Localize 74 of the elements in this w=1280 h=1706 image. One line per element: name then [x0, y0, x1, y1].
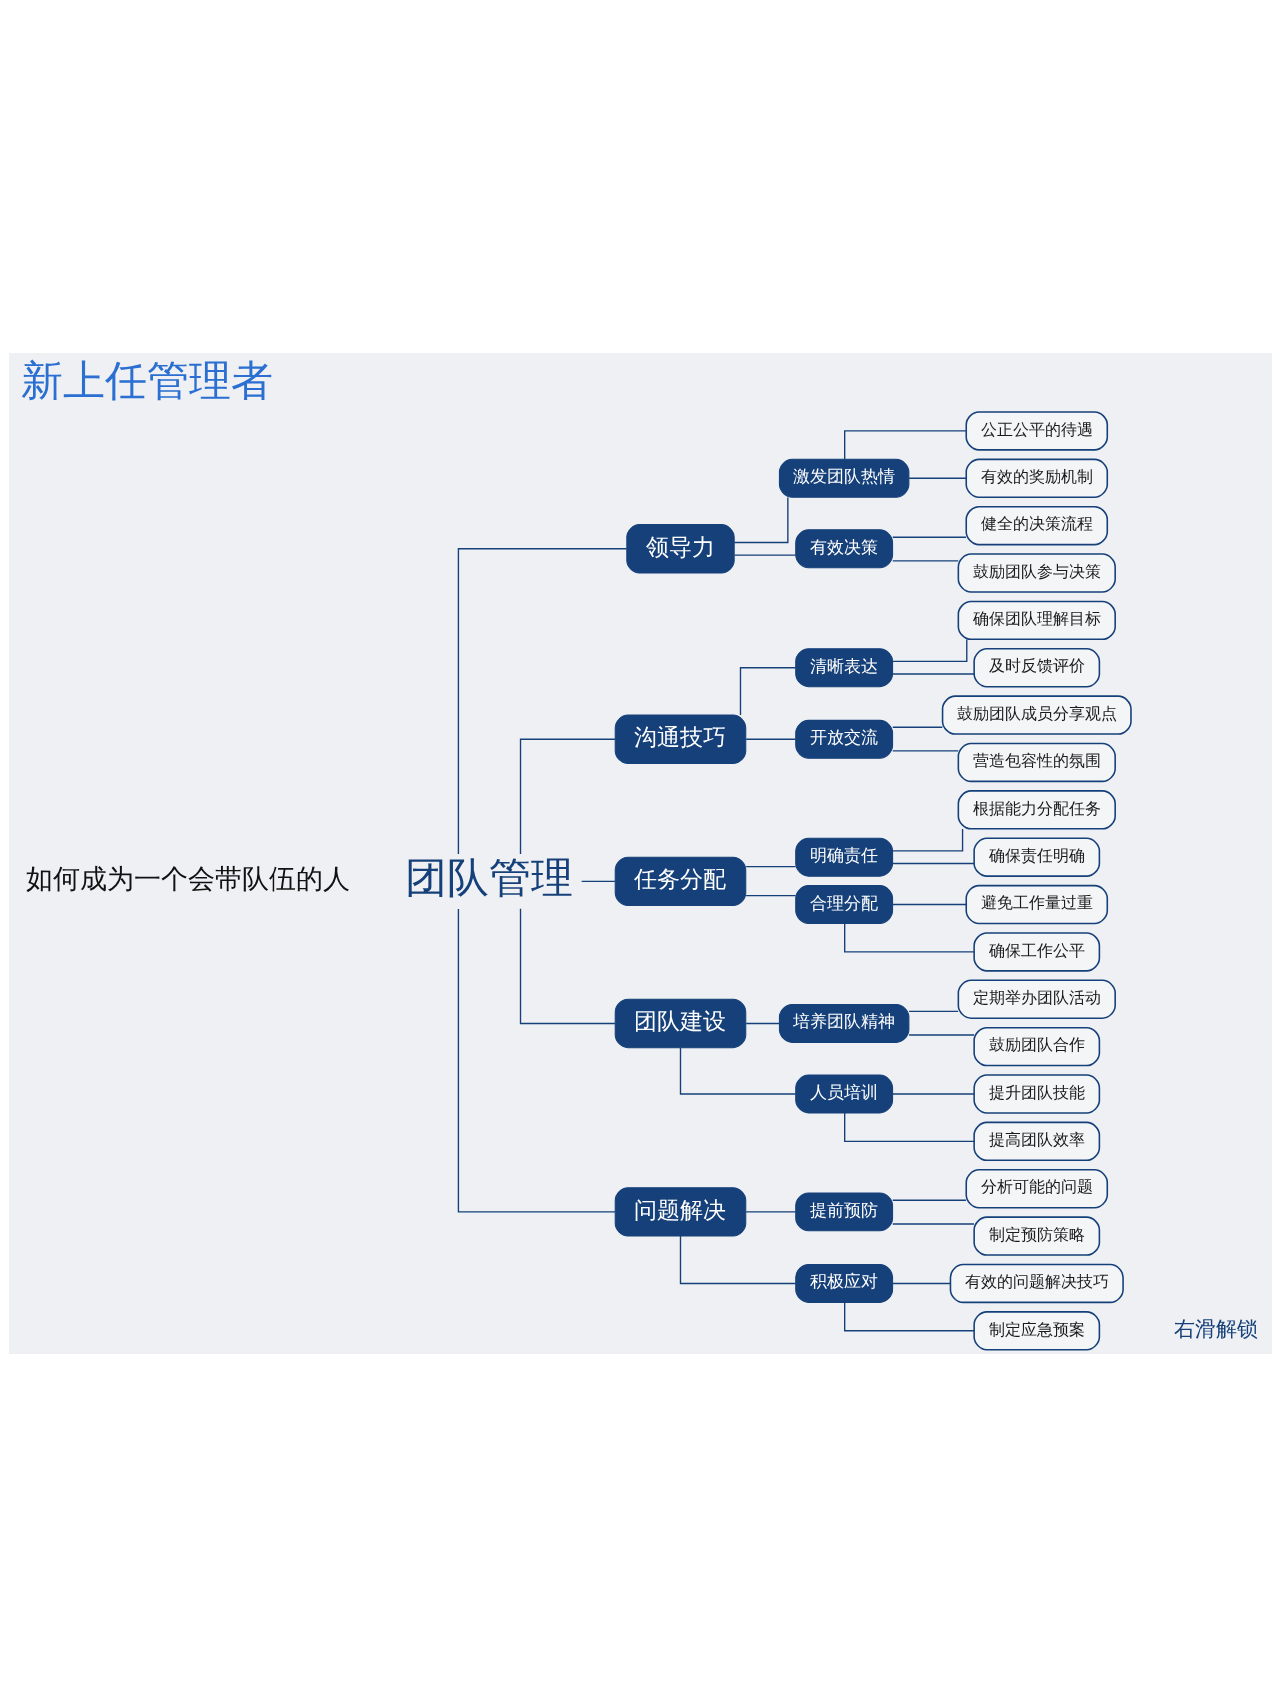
node-box: 避免工作量过重 [964, 884, 1108, 924]
node-box: 健全的决策流程 [964, 505, 1108, 545]
node-box: 有效的问题解决技巧 [949, 1263, 1124, 1303]
connector [843, 429, 967, 460]
connector [744, 894, 796, 896]
connector [891, 559, 959, 562]
connector [891, 903, 967, 905]
node-box: 领导力 [625, 523, 735, 574]
connector [891, 672, 975, 675]
node-box: 鼓励团队合作 [972, 1026, 1100, 1066]
node-box: 开放交流 [794, 719, 893, 759]
connector [891, 1092, 975, 1095]
connector [580, 880, 616, 882]
node-box: 根据能力分配任务 [957, 789, 1116, 830]
connector [891, 726, 943, 728]
connector [739, 666, 796, 716]
node-box: 提高团队效率 [972, 1121, 1100, 1161]
node-box: 明确责任 [794, 837, 893, 877]
node-box: 有效决策 [794, 528, 893, 568]
connector [891, 1282, 951, 1284]
connector [679, 1046, 796, 1095]
connector [891, 1222, 975, 1225]
connector [907, 477, 967, 479]
node-box: 激发团队热情 [778, 458, 909, 498]
node-box: 确保团队理解目标 [957, 600, 1116, 640]
node-box: 任务分配 [614, 856, 746, 906]
label: 右滑解锁 [1173, 1315, 1258, 1341]
connector [891, 827, 963, 852]
node-box: 清晰表达 [794, 647, 893, 687]
connector [891, 862, 975, 864]
node-box: 鼓励团队成员分享观点 [941, 694, 1132, 735]
node-text: 团队管理 [404, 852, 573, 902]
connector [744, 1210, 796, 1213]
connector [457, 907, 616, 1213]
connector [843, 922, 975, 953]
node-box: 积极应对 [794, 1263, 893, 1303]
connector [744, 865, 796, 867]
connector [891, 749, 959, 752]
node-box: 团队建设 [614, 998, 746, 1048]
connector [733, 553, 796, 556]
node-box: 制定预防策略 [972, 1215, 1100, 1256]
connector [679, 1234, 796, 1284]
connector [744, 738, 796, 740]
node-box: 确保责任明确 [972, 836, 1100, 877]
connector [891, 638, 967, 662]
node-box: 鼓励团队参与决策 [957, 552, 1116, 593]
label: 如何成为一个会带队伍的人 [25, 862, 350, 894]
node-box: 分析可能的问题 [964, 1168, 1108, 1208]
connector [891, 536, 967, 538]
node-box: 提升团队技能 [972, 1073, 1100, 1114]
node-box: 制定应急预案 [972, 1310, 1100, 1351]
connector [907, 1010, 959, 1012]
diagram-title: 新上任管理者 [20, 355, 273, 405]
node-box: 合理分配 [794, 884, 893, 924]
connector [519, 738, 616, 855]
connector [457, 547, 627, 855]
connector [907, 1033, 975, 1036]
node-box: 有效的奖励机制 [964, 458, 1108, 498]
connector [733, 496, 789, 543]
node-box: 提前预防 [794, 1191, 893, 1231]
node-box: 定期举办团队活动 [957, 979, 1116, 1019]
connector [891, 1199, 967, 1201]
node-box: 公正公平的待遇 [964, 410, 1108, 451]
node-box: 问题解决 [614, 1186, 746, 1237]
connector [519, 907, 616, 1024]
node-box: 沟通技巧 [614, 714, 746, 764]
node-box: 营造包容性的氛围 [957, 742, 1116, 782]
node-box: 及时反馈评价 [972, 647, 1100, 687]
connector [843, 1301, 975, 1331]
node-box: 培养团队精神 [778, 1003, 909, 1043]
node-box: 确保工作公平 [972, 931, 1100, 972]
connector [843, 1111, 975, 1142]
node-box: 人员培训 [794, 1074, 893, 1113]
connector [744, 1022, 780, 1024]
